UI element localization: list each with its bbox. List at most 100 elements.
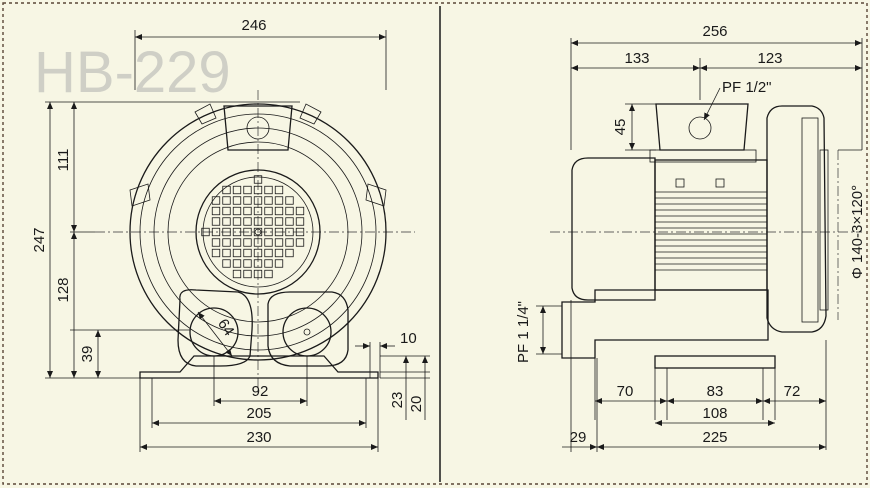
grille-cell bbox=[253, 185, 263, 195]
grille-cell bbox=[274, 185, 284, 195]
dim-base-outer-width: 230 bbox=[246, 429, 271, 446]
motor-body bbox=[654, 159, 768, 291]
top-port-label: PF 1/2" bbox=[722, 79, 772, 96]
grille-cell bbox=[285, 248, 294, 258]
blower-housing bbox=[766, 105, 827, 333]
grille-cell bbox=[222, 227, 231, 237]
grille-cell bbox=[285, 217, 294, 226]
casing-outer-ring bbox=[129, 103, 387, 361]
dim-right-part: 123 bbox=[757, 50, 782, 67]
grille-cell bbox=[222, 259, 231, 268]
grille-cell bbox=[222, 217, 231, 226]
grille-cell bbox=[264, 206, 273, 216]
dim-base-length: 225 bbox=[702, 429, 727, 446]
grille-cell bbox=[295, 206, 305, 216]
grille-cell bbox=[222, 238, 231, 247]
grille-cell bbox=[253, 238, 263, 247]
grille-cell bbox=[222, 248, 231, 258]
grille-cell bbox=[211, 227, 221, 237]
terminal-box bbox=[655, 103, 749, 151]
grille-cell bbox=[243, 206, 252, 216]
top-port-box bbox=[223, 105, 293, 151]
front-view: 246 247 111 128 39 64 10 23 20 92 bbox=[31, 17, 430, 452]
top-port-hole bbox=[246, 116, 270, 140]
grille-cell bbox=[232, 248, 242, 258]
dim-foot-width: 10 bbox=[400, 330, 417, 347]
front-base bbox=[139, 355, 379, 379]
grille-cell bbox=[253, 227, 263, 237]
lug-top-right bbox=[299, 103, 322, 125]
model-label: HB-229 bbox=[34, 40, 231, 105]
grille-cell bbox=[274, 259, 284, 268]
grille-cell bbox=[211, 238, 221, 247]
dim-base-offset: 29 bbox=[570, 429, 587, 446]
grille-cell bbox=[243, 185, 252, 195]
grille-cell bbox=[295, 217, 305, 226]
casing-ring-3 bbox=[153, 127, 363, 337]
terminal-port-hole bbox=[688, 116, 712, 140]
shaft-center bbox=[254, 228, 262, 236]
port-right-circle bbox=[282, 307, 332, 357]
grille-cell bbox=[243, 227, 252, 237]
dim-base-right: 72 bbox=[784, 383, 801, 400]
dim-base-left: 70 bbox=[617, 383, 634, 400]
grille-cell bbox=[264, 185, 273, 195]
grille-cell bbox=[253, 248, 263, 258]
bolt bbox=[715, 178, 725, 188]
grille-cell bbox=[274, 217, 284, 226]
grille-cell bbox=[285, 196, 294, 205]
grille-cell bbox=[274, 238, 284, 247]
grille-cell bbox=[295, 238, 305, 247]
motor-fins bbox=[655, 191, 767, 271]
dim-motor-box-height: 45 bbox=[612, 119, 629, 136]
grille-cell bbox=[222, 206, 231, 216]
flange-label: Φ 140-3×120° bbox=[849, 185, 866, 279]
grille-cell bbox=[264, 269, 273, 279]
side-view: 256 133 123 PF 1/2" 45 Φ 140-3×120° PF 1… bbox=[515, 23, 866, 452]
grille-cell bbox=[232, 217, 242, 226]
fan-cover-inner-ring bbox=[202, 176, 314, 288]
grille-cell bbox=[253, 175, 263, 184]
grille-cell bbox=[232, 206, 242, 216]
grille-cell bbox=[285, 227, 294, 237]
grille-cell bbox=[222, 196, 231, 205]
grille-cell bbox=[274, 196, 284, 205]
lug-right-upper bbox=[365, 183, 387, 207]
grille-cell bbox=[243, 269, 252, 279]
dim-base-thickness: 23 bbox=[389, 392, 406, 409]
grille-cell bbox=[253, 217, 263, 226]
grille-cell bbox=[264, 238, 273, 247]
grille-cell bbox=[264, 217, 273, 226]
grille-cell bbox=[264, 196, 273, 205]
dim-base-height: 20 bbox=[408, 396, 425, 413]
dim-left-part: 133 bbox=[624, 50, 649, 67]
grille-cell bbox=[232, 227, 242, 237]
grille-cell bbox=[243, 259, 252, 268]
casing-ring-4 bbox=[167, 141, 349, 323]
grille-cell bbox=[222, 185, 231, 195]
grille-cell bbox=[264, 248, 273, 258]
grille-cell bbox=[232, 259, 242, 268]
side-base bbox=[654, 355, 776, 369]
grille-cell bbox=[232, 269, 242, 279]
bolt bbox=[675, 178, 685, 188]
port-right-housing bbox=[267, 291, 349, 367]
dim-upper-height: 111 bbox=[55, 149, 72, 172]
grille-cell bbox=[285, 238, 294, 247]
grille-cell bbox=[211, 196, 221, 205]
grille-cell bbox=[243, 196, 252, 205]
grille-cell bbox=[285, 206, 294, 216]
grille-cell bbox=[274, 248, 284, 258]
grille-cell bbox=[211, 248, 221, 258]
dim-port-center-height: 39 bbox=[79, 346, 96, 363]
dim-line-64 bbox=[197, 311, 233, 357]
lug-top-left bbox=[194, 103, 217, 125]
grille-cell bbox=[211, 206, 221, 216]
dim-lower-height: 128 bbox=[55, 277, 72, 302]
grille-cell bbox=[264, 227, 273, 237]
blower-cover bbox=[819, 149, 829, 311]
fan-cover-ring bbox=[195, 169, 321, 295]
